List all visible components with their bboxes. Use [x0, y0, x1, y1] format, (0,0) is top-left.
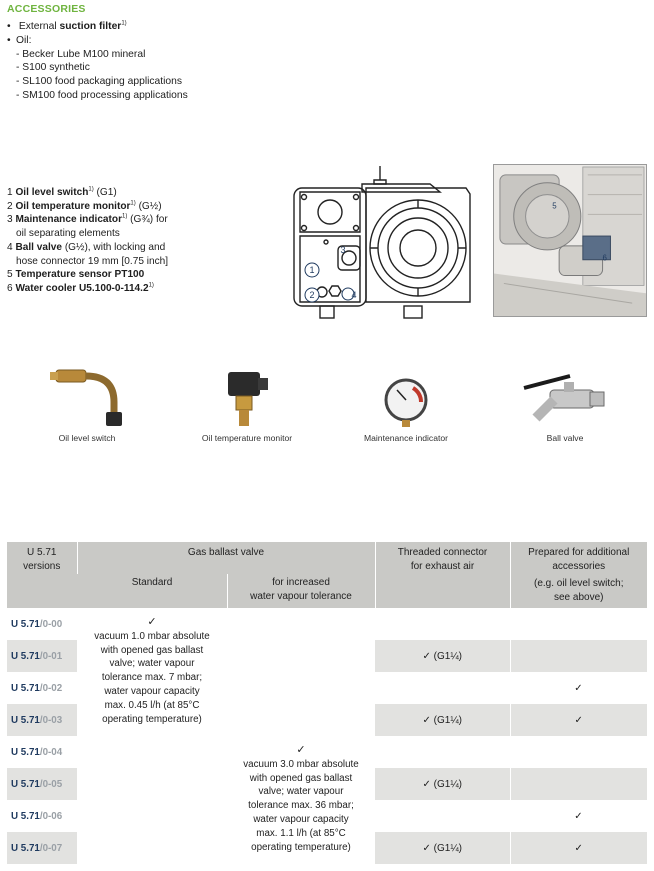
- photo-callout-5: 5: [552, 201, 557, 210]
- callout-2: 2: [309, 290, 314, 300]
- table-row: U 5.71/0-05 ✓ (G1¼): [7, 768, 647, 800]
- callout-4: 4: [351, 290, 356, 300]
- numbered-item: 5 Temperature sensor PT100: [7, 269, 145, 281]
- oil-item: Becker Lube M100 mineral: [7, 48, 188, 62]
- numbered-item: 1 Oil level switch1) (G1): [7, 186, 117, 198]
- oil-level-switch-image: [50, 369, 122, 426]
- table-row: U 5.71/0-07 ✓ (G1¼) ✓: [7, 832, 647, 864]
- numbered-item-continuation: hose connector 19 mm [0.75 inch]: [16, 255, 169, 267]
- header-standard: Standard: [76, 574, 227, 608]
- list-item-suction-filter: External suction filter1): [7, 20, 188, 34]
- oil-item: S100 synthetic: [7, 61, 188, 75]
- list-item-oil: Oil:: [7, 34, 188, 48]
- table-row: U 5.71/0-02 ✓: [11, 682, 583, 694]
- installation-photo: 5 6: [493, 164, 647, 317]
- caption-oil-level-switch: Oil level switch: [58, 433, 116, 443]
- photo-callout-6: 6: [603, 254, 608, 263]
- numbered-item: 2 Oil temperature monitor1) (G½): [7, 200, 162, 212]
- oil-item: SM100 food processing applications: [7, 89, 187, 103]
- ball-valve-image: [523, 374, 605, 422]
- callout-1: 1: [309, 265, 314, 275]
- pump-line-drawing: 1 2 3 4: [293, 166, 471, 319]
- numbered-accessories-list: 1 Oil level switch1) (G1) 2 Oil temperat…: [7, 186, 187, 296]
- increased-gas-ballast-description: ✓ vacuum 3.0 mbar absolute with opened g…: [243, 744, 359, 853]
- numbered-item-continuation: oil separating elements: [16, 228, 120, 240]
- section-heading: ACCESSORIES: [7, 3, 86, 15]
- standard-gas-ballast-description: ✓ vacuum 1.0 mbar absolute with opened g…: [94, 616, 210, 725]
- numbered-item: 4 Ball valve (G½), with locking and: [7, 241, 166, 253]
- caption-ball-valve: Ball valve: [546, 433, 584, 443]
- caption-oil-temperature-monitor: Oil temperature monitor: [201, 433, 293, 443]
- accessories-list: External suction filter1) Oil: Becker Lu…: [7, 20, 188, 103]
- header-gas-ballast: Gas ballast valve: [76, 542, 375, 574]
- table-row: U 5.71/0-03 ✓ (G1¼) ✓: [7, 704, 647, 736]
- numbered-item: 6 Water cooler U5.100-0-114.21): [7, 282, 154, 294]
- maintenance-indicator-image: [384, 378, 428, 427]
- callout-3: 3: [340, 245, 345, 255]
- table-row: U 5.71/0-01 ✓ (G1¼): [7, 640, 647, 672]
- caption-maintenance-indicator: Maintenance indicator: [363, 433, 449, 443]
- oil-item: SL100 food packaging applications: [7, 75, 188, 89]
- table-row: U 5.71/0-04: [11, 746, 63, 758]
- table-row: U 5.71/0-06 ✓: [11, 810, 583, 822]
- table-row: U 5.71/0-00: [11, 618, 63, 630]
- oil-temperature-monitor-image: [228, 372, 268, 426]
- numbered-item: 3 Maintenance indicator1) (G¾) for: [7, 214, 168, 226]
